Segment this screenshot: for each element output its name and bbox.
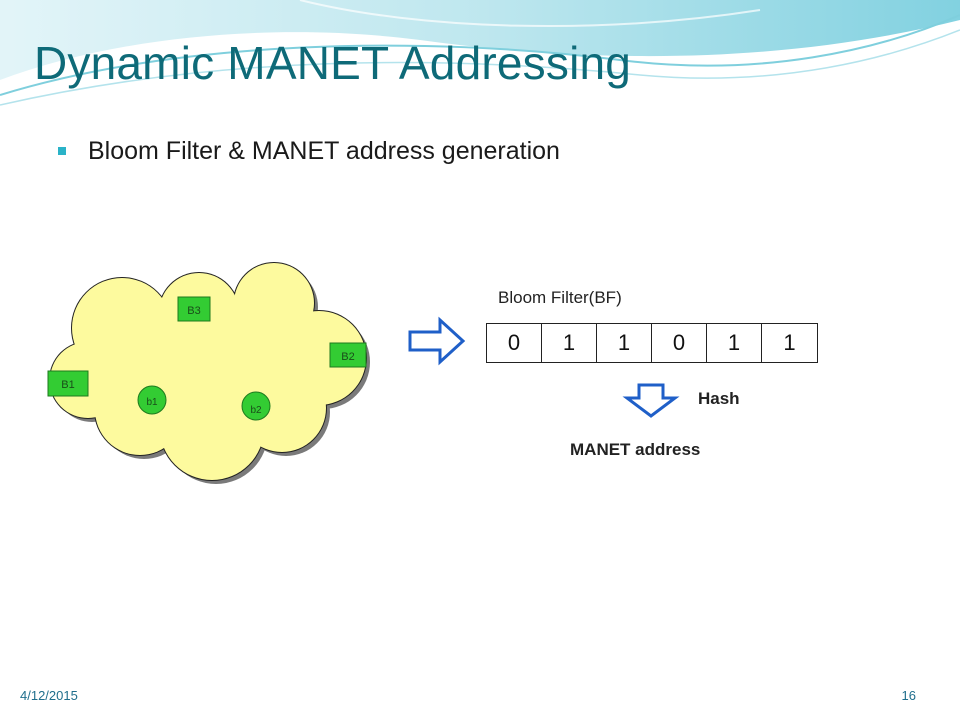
bf-bit-cell: 1 [783, 330, 796, 355]
hash-label: Hash [698, 389, 740, 408]
header-wave-decoration [0, 0, 960, 106]
bf-bit-cell: 1 [542, 324, 597, 362]
slide-title: Dynamic MANET Addressing [34, 37, 632, 89]
node-b2: b2 [241, 391, 271, 421]
node-B1: B1 [47, 370, 89, 397]
page-number: 16 [901, 688, 916, 703]
right-arrow-icon [408, 316, 466, 366]
manet-address-label: MANET address [570, 440, 701, 459]
bloom-filter-label: Bloom Filter(BF) [498, 288, 622, 307]
bullet-text: Bloom Filter & MANET address generation [88, 137, 560, 165]
node-b2-label: b2 [250, 405, 262, 416]
node-B3: B3 [177, 296, 211, 322]
node-B2: B2 [329, 342, 367, 368]
network-cloud [50, 263, 366, 480]
bf-bit-cell: 1 [707, 324, 762, 362]
node-B3-label: B3 [187, 305, 200, 317]
footer-date: 4/12/2015 [20, 688, 78, 703]
node-b1-label: b1 [146, 397, 158, 408]
bloom-filter-bit-array: 0 1 1 0 1 1 [486, 323, 818, 363]
bf-bit-cell: 1 [597, 324, 652, 362]
bullet-marker [58, 147, 66, 155]
down-arrow-icon [622, 383, 680, 418]
node-b1: b1 [137, 385, 167, 415]
bf-bit-cell: 0 [652, 324, 707, 362]
node-B1-label: B1 [61, 379, 74, 391]
bf-bit-cell: 0 [487, 324, 542, 362]
node-B2-label: B2 [341, 351, 354, 363]
